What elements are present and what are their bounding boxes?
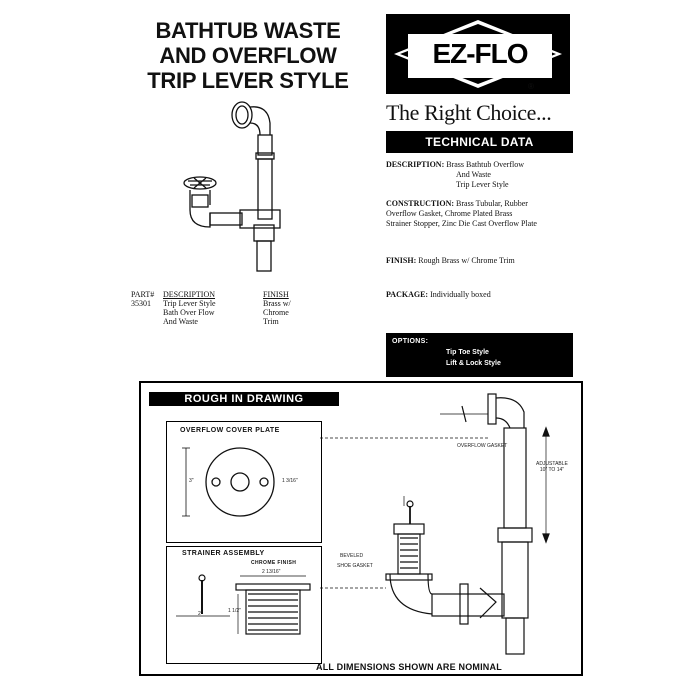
construction-label: CONSTRUCTION: — [386, 199, 455, 208]
chrome-finish-label: CHROME FINISH — [251, 560, 297, 566]
finish-value: Rough Brass w/ Chrome Trim — [418, 256, 515, 265]
plate-diameter: 3" — [189, 478, 194, 484]
finish-line-2: Chrome — [263, 308, 289, 317]
logo-plate: EZ-FLO — [408, 34, 552, 78]
finish-line-1: Brass w/ — [263, 299, 291, 308]
beveled-label: BEVELED — [340, 553, 364, 559]
option-tip-toe: Tip Toe Style — [446, 349, 489, 356]
overflow-plate-label: OVERFLOW COVER PLATE — [180, 427, 280, 434]
overflow-plate-drawing — [182, 447, 275, 517]
options-label: OPTIONS: — [392, 338, 429, 345]
col-part-header: PART# — [131, 290, 155, 299]
parts-col-desc: DESCRIPTION Trip Lever Style Bath Over F… — [163, 290, 216, 326]
desc-line-3: And Waste — [163, 317, 198, 326]
strainer-drawing — [176, 574, 311, 635]
finish-line-3: Trim — [263, 317, 279, 326]
plate-hole-spacing: 1 3/16" — [282, 478, 298, 484]
package-label: PACKAGE: — [386, 290, 429, 299]
parts-col-part: PART# 35301 — [131, 290, 154, 308]
tagline: The Right Choice... — [386, 100, 552, 125]
title-line-2: AND OVERFLOW — [159, 43, 337, 68]
spec-description: DESCRIPTION: Brass Bathtub Overflow And … — [386, 160, 524, 190]
nominal-dimensions-note: ALL DIMENSIONS SHOWN ARE NOMINAL — [316, 662, 502, 672]
strainer-diameter: 2 13/16" — [262, 569, 281, 575]
strainer-box — [166, 546, 322, 664]
description-2: And Waste — [456, 170, 491, 179]
rough-in-frame — [139, 381, 583, 676]
registered-mark: ® — [528, 82, 534, 91]
package-value: Individually boxed — [430, 290, 491, 299]
adjustable-text: ADJUSTABLE — [536, 461, 568, 467]
col-finish-header: FINISH — [263, 290, 289, 299]
title-line-1: BATHTUB WASTE — [155, 18, 341, 43]
title-line-3: TRIP LEVER STYLE — [147, 68, 349, 93]
strainer-thread: 1 1/2" — [228, 608, 241, 614]
spec-package: PACKAGE: Individually boxed — [386, 290, 491, 300]
part-number: 35301 — [131, 299, 151, 308]
technical-data-header: TECHNICAL DATA — [386, 131, 573, 153]
adjustable-label: ADJUSTABLE 10" TO 14" — [536, 461, 568, 473]
option-lift-lock: Lift & Lock Style — [446, 360, 501, 367]
overflow-plate-box — [166, 421, 322, 543]
finish-label: FINISH: — [386, 256, 417, 265]
desc-line-1: Trip Lever Style — [163, 299, 216, 308]
spec-construction: CONSTRUCTION: Brass Tubular, Rubber Over… — [386, 199, 537, 229]
rough-in-piping-drawing — [320, 393, 550, 655]
description-1: Brass Bathtub Overflow — [446, 160, 524, 169]
product-illustration — [183, 101, 281, 272]
construction-3: Strainer Stopper, Zinc Die Cast Overflow… — [386, 219, 537, 228]
strainer-label: STRAINER ASSEMBLY — [182, 550, 265, 557]
col-desc-header: DESCRIPTION — [163, 290, 216, 299]
logo-text: EZ-FLO — [432, 38, 528, 69]
overflow-gasket-label: OVERFLOW GASKET — [457, 443, 508, 449]
parts-col-finish: FINISH Brass w/ Chrome Trim — [263, 290, 291, 326]
rough-in-title: ROUGH IN DRAWING — [149, 392, 339, 406]
strainer-length: 2" — [198, 611, 203, 617]
product-title: BATHTUB WASTE AND OVERFLOW TRIP LEVER ST… — [118, 18, 378, 93]
adjust-range: 10" TO 14" — [539, 467, 565, 473]
desc-line-2: Bath Over Flow — [163, 308, 215, 317]
options-box: OPTIONS: Tip Toe Style Lift & Lock Style — [386, 333, 573, 377]
construction-1: Brass Tubular, Rubber — [456, 199, 528, 208]
construction-2: Overflow Gasket, Chrome Plated Brass — [386, 209, 513, 218]
spec-finish: FINISH: Rough Brass w/ Chrome Trim — [386, 256, 515, 266]
ez-flo-logo: EZ-FLO — [386, 14, 570, 94]
description-label: DESCRIPTION: — [386, 160, 445, 169]
shoe-gasket-label: SHOE GASKET — [337, 563, 373, 569]
description-3: Trip Lever Style — [456, 180, 509, 189]
